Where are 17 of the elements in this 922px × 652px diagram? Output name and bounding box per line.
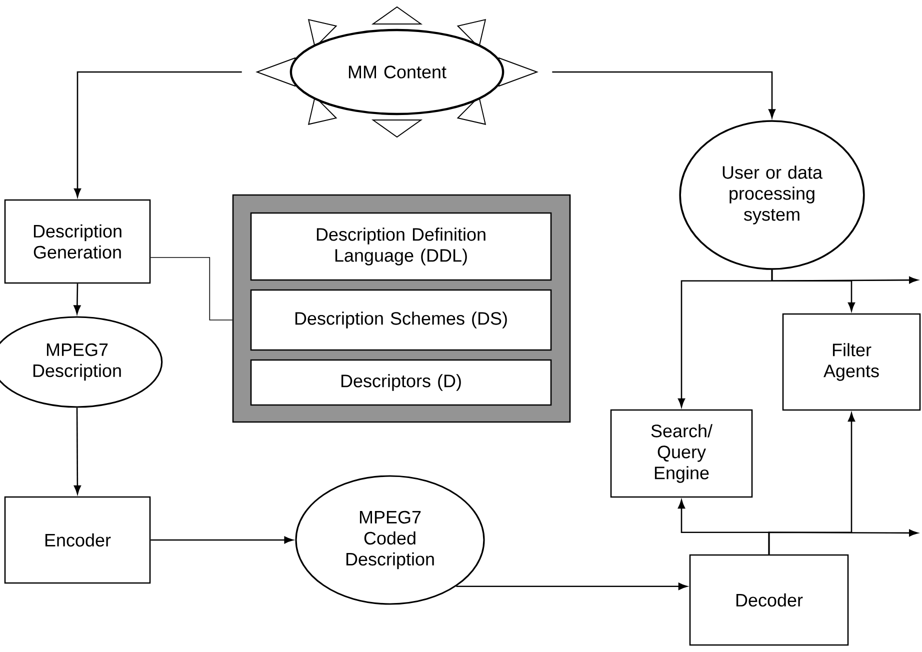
process-box: Decoder: [689, 554, 849, 646]
arrow: [768, 529, 918, 554]
arrow: [456, 582, 688, 590]
arrow: [771, 270, 918, 284]
arrow: [74, 408, 81, 494]
layer-box: Descriptors (D): [250, 359, 552, 406]
arrow: [74, 71, 242, 198]
layer-box: Description Definition Language (DDL): [250, 212, 552, 281]
arrow: [150, 536, 294, 544]
connector-line: [150, 257, 233, 320]
arrow: [552, 71, 776, 118]
process-box: Encoder: [4, 496, 151, 584]
process-box: Search/ Query Engine: [610, 409, 753, 498]
arrow: [74, 284, 81, 314]
process-box: Filter Agents: [782, 313, 921, 411]
layer-box: Description Schemes (DS): [250, 289, 552, 351]
process-box: Description Generation: [4, 199, 151, 284]
